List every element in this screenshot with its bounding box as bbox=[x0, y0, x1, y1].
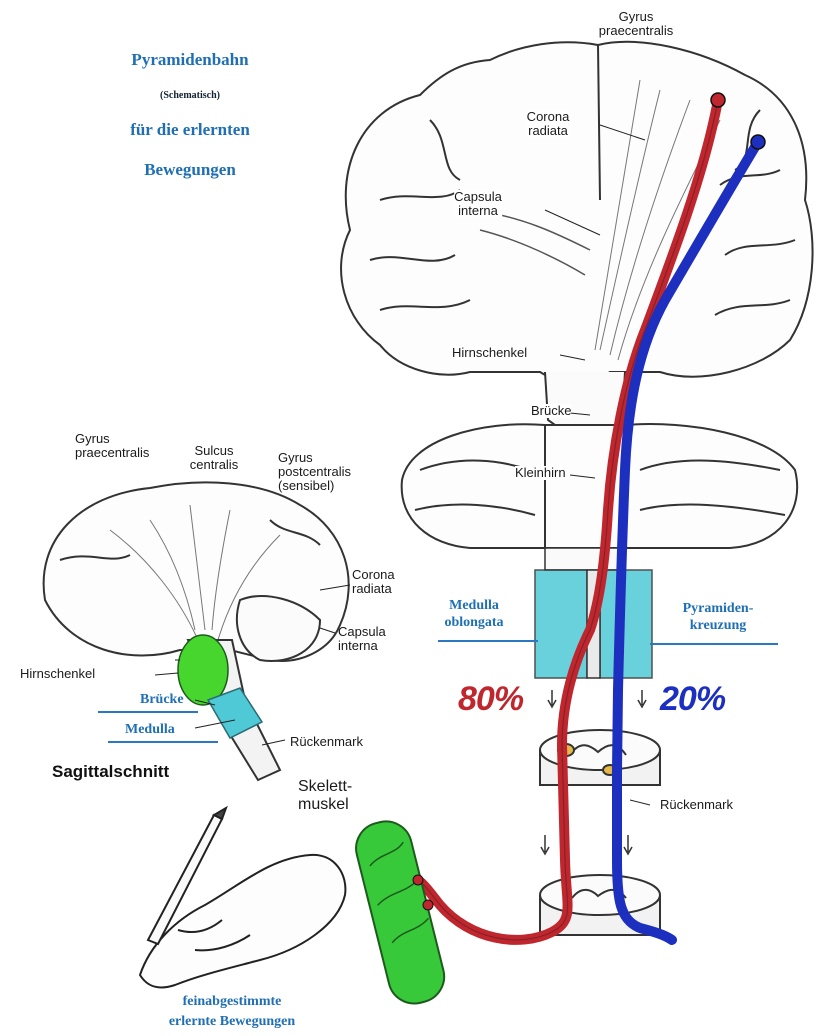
label-pyramidenkreuzung: Pyramiden-kreuzung bbox=[683, 600, 754, 634]
blue-neuron-cell-body bbox=[751, 135, 765, 149]
label-medulla-sagittal: Medulla bbox=[125, 722, 175, 738]
skeletal-muscle bbox=[351, 816, 450, 1009]
label-skelettmuskel: Skelett-muskel bbox=[298, 778, 352, 814]
medulla-oblongata-underline bbox=[438, 640, 538, 642]
medulla-underline bbox=[108, 741, 218, 743]
label-bruecke-coronal: Brücke bbox=[531, 404, 571, 418]
label-rueckenmark-sagittal: Rückenmark bbox=[290, 735, 363, 749]
title-line-4: Bewegungen bbox=[144, 160, 236, 180]
label-kleinhirn: Kleinhirn bbox=[515, 466, 566, 480]
title-line-2: (Schematisch) bbox=[160, 90, 220, 101]
label-hirnschenkel-coronal: Hirnschenkel bbox=[452, 346, 527, 360]
title-line-3: für die erlernten bbox=[130, 120, 250, 140]
label-hirnschenkel-sagittal: Hirnschenkel bbox=[20, 667, 95, 681]
coronal-brain bbox=[341, 42, 813, 430]
percent-red-80: 80% bbox=[458, 680, 523, 719]
label-rueckenmark-coronal: Rückenmark bbox=[660, 798, 733, 812]
cerebellum bbox=[402, 424, 798, 548]
percent-blue-20: 20% bbox=[660, 680, 725, 719]
bruecke-region bbox=[178, 635, 228, 705]
red-neuron-cell-body bbox=[711, 93, 725, 107]
title-line-1: Pyramidenbahn bbox=[131, 50, 248, 70]
writing-hand-illustration bbox=[140, 808, 345, 988]
label-bruecke-sagittal: Brücke bbox=[140, 692, 184, 708]
pyramidenkreuzung-underline bbox=[650, 643, 778, 645]
bruecke-underline bbox=[98, 711, 198, 713]
caption-sagittalschnitt: Sagittalschnitt bbox=[52, 765, 169, 779]
